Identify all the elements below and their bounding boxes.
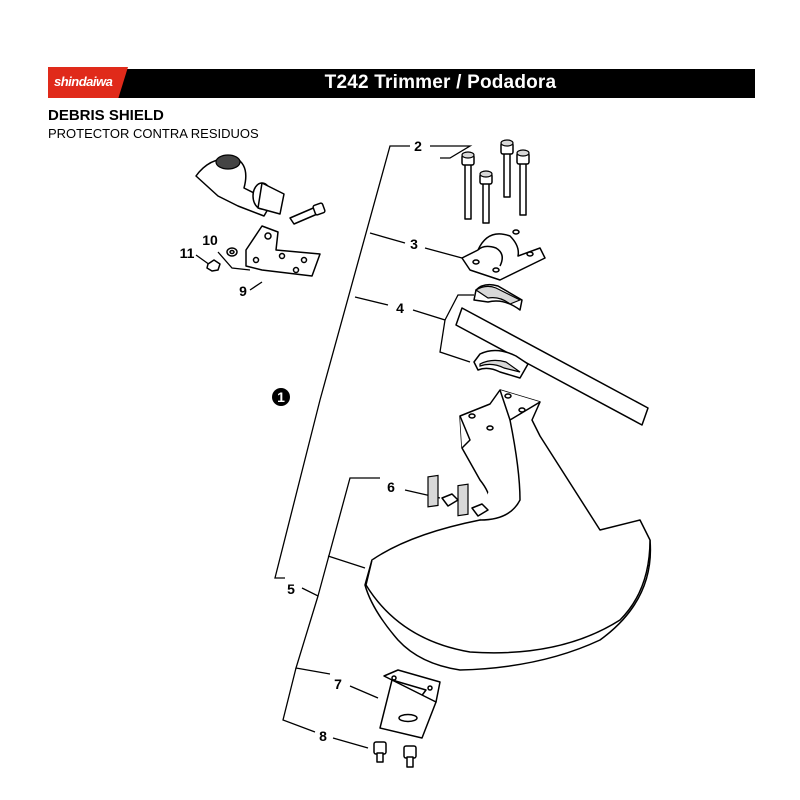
gear-head-assembly bbox=[195, 154, 326, 225]
bolt-set-part-2 bbox=[461, 139, 530, 224]
assembly-badge bbox=[272, 388, 290, 406]
shaft-part-4 bbox=[455, 283, 649, 426]
screws-part-8 bbox=[373, 741, 417, 768]
callout-7: 7 bbox=[334, 676, 342, 692]
callout-2: 2 bbox=[414, 138, 422, 154]
nuts-part-6 bbox=[441, 493, 489, 517]
brand-logo bbox=[48, 67, 128, 98]
section-title: DEBRIS SHIELD bbox=[48, 107, 164, 124]
callout-6: 6 bbox=[387, 479, 395, 495]
bracket-plate-part-7 bbox=[379, 669, 441, 739]
callout-11: 11 bbox=[180, 245, 195, 261]
bracket-part-9 bbox=[245, 225, 321, 277]
header-bar bbox=[48, 69, 755, 98]
callout-9: 9 bbox=[239, 283, 247, 299]
debris-shield-part-5 bbox=[364, 389, 652, 671]
callout-8: 8 bbox=[319, 728, 327, 744]
washer-part-10 bbox=[226, 247, 238, 257]
callout-3: 3 bbox=[410, 236, 418, 252]
callout-10: 10 bbox=[202, 232, 218, 248]
callout-5: 5 bbox=[287, 581, 295, 597]
brand-logo-text: shindaiwa bbox=[54, 74, 113, 89]
callout-4: 4 bbox=[396, 300, 404, 316]
page-title: T242 Trimmer / Podadora bbox=[324, 72, 557, 93]
section-subtitle: PROTECTOR CONTRA RESIDUOS bbox=[48, 126, 259, 141]
nut-part-11 bbox=[206, 259, 221, 272]
callout-1: 1 bbox=[277, 389, 285, 405]
clamp-part-3 bbox=[461, 229, 546, 281]
